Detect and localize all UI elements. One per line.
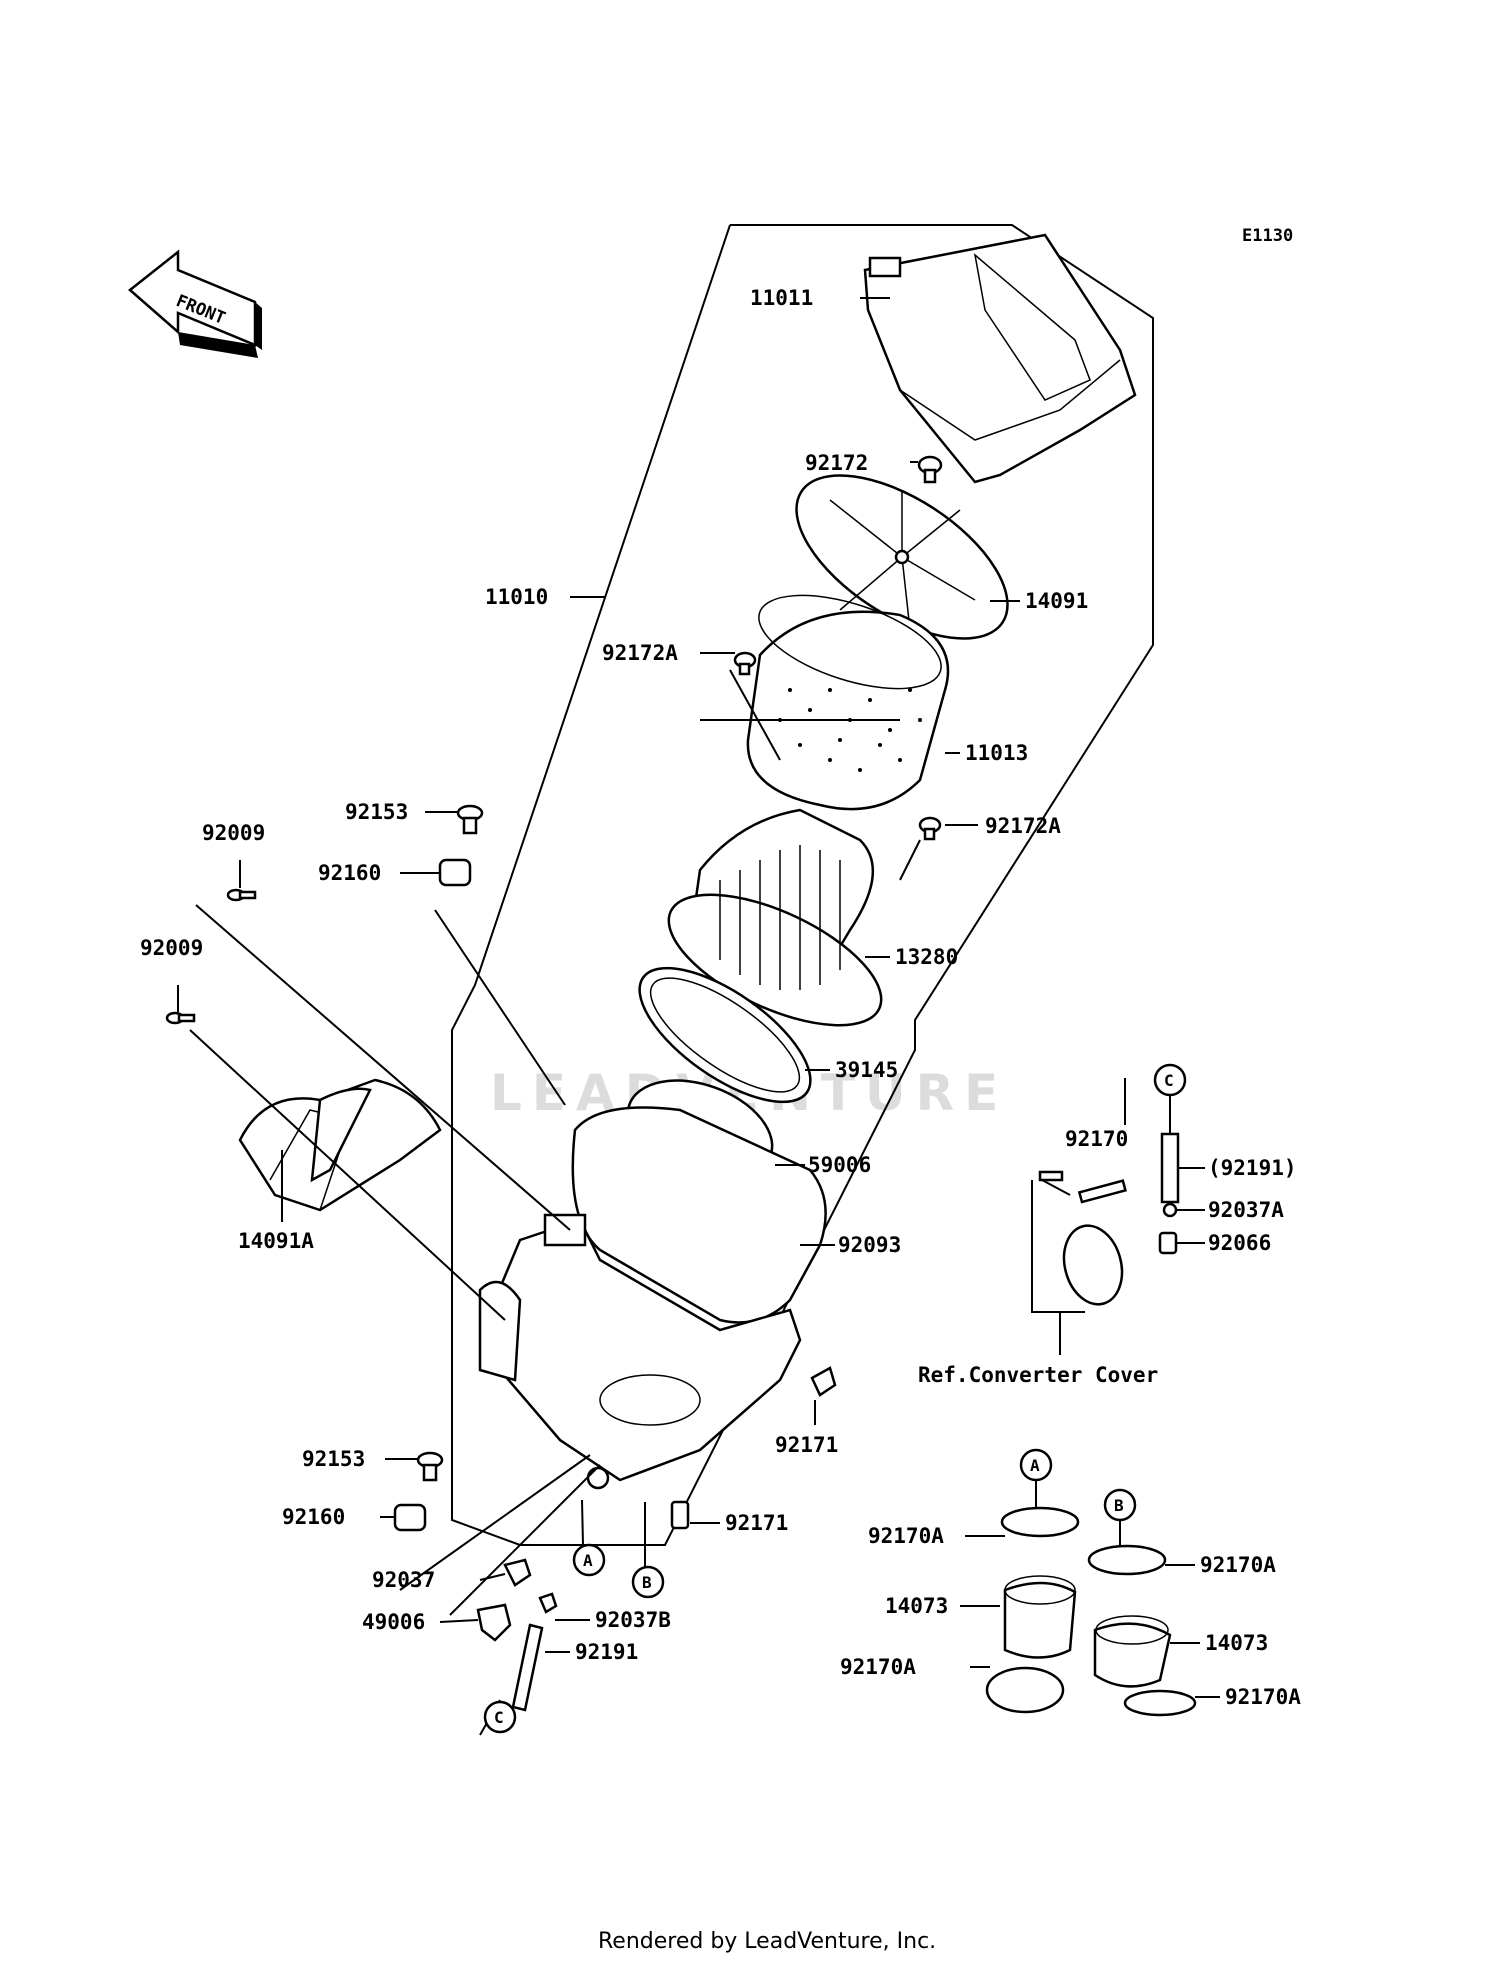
clip-92171-lower-icon <box>670 1500 690 1530</box>
side-cover <box>238 1078 442 1212</box>
part-label: 39145 <box>835 1058 898 1082</box>
bolt-92172a-left-icon <box>733 651 757 676</box>
part-label: 92172 <box>805 451 868 475</box>
part-label: 13280 <box>895 945 958 969</box>
part-label: 92170A <box>1200 1553 1276 1577</box>
part-label: 92160 <box>318 861 381 885</box>
clamp-92037b-icon <box>538 1592 558 1614</box>
part-label: 11013 <box>965 741 1028 765</box>
part-label: 92009 <box>140 936 203 960</box>
svg-text:A: A <box>1030 1456 1040 1475</box>
part-label: 92037 <box>372 1568 435 1592</box>
clamp-92170a-1-icon <box>1000 1506 1080 1538</box>
tube-92191-right-icon <box>1160 1132 1180 1204</box>
part-label: (92191) <box>1208 1156 1297 1180</box>
tube-92191-icon <box>511 1623 544 1712</box>
converter-cover-parts <box>1038 1170 1127 1306</box>
connector-a-right: A <box>1019 1448 1053 1482</box>
footer-credit: Rendered by LeadVenture, Inc. <box>598 1929 936 1954</box>
part-label: 92172A <box>985 814 1061 838</box>
part-label: 11010 <box>485 585 548 609</box>
part-label: 92170A <box>1225 1685 1301 1709</box>
front-arrow-icon: FRONT <box>128 249 262 358</box>
part-label: 92191 <box>575 1640 638 1664</box>
part-label: 92170A <box>840 1655 916 1679</box>
clamp-92170a-3-icon <box>985 1666 1065 1714</box>
connector-c-left: C <box>483 1700 517 1734</box>
clamp-92170a-2-icon <box>1087 1544 1167 1576</box>
bolt-92172a-right-icon <box>918 816 942 841</box>
svg-text:B: B <box>1114 1496 1124 1515</box>
grommet-92160-lower-icon <box>393 1503 427 1532</box>
part-label: 92037A <box>1208 1198 1284 1222</box>
clamp-92037a-icon <box>1162 1202 1178 1218</box>
svg-text:A: A <box>583 1551 593 1570</box>
part-label: 14073 <box>885 1594 948 1618</box>
part-label: 92172A <box>602 641 678 665</box>
hose-14073-left <box>1003 1575 1077 1659</box>
ref-converter-cover-note: Ref.Converter Cover <box>918 1363 1158 1387</box>
part-label: 11011 <box>750 286 813 310</box>
connector-b-left: B <box>631 1565 665 1599</box>
filter-cage <box>795 474 1009 640</box>
foam-element <box>746 594 950 811</box>
clamp-92037-icon <box>503 1558 532 1587</box>
part-label: 92093 <box>838 1233 901 1257</box>
svg-text:C: C <box>1164 1071 1174 1090</box>
paper-filter <box>667 808 883 1027</box>
clip-92171-upper-icon <box>810 1366 837 1397</box>
diagram-code: E1130 <box>1242 226 1293 246</box>
clamp-92170a-4-icon <box>1123 1689 1197 1717</box>
part-label: 49006 <box>362 1610 425 1634</box>
seal-ring <box>638 966 812 1104</box>
connector-c-right: C <box>1153 1063 1187 1097</box>
airbox-cover <box>863 233 1137 484</box>
bolt-92172-icon <box>917 455 943 484</box>
part-label: 92160 <box>282 1505 345 1529</box>
svg-text:B: B <box>642 1573 652 1592</box>
bolt-92009-upper-icon <box>226 888 257 902</box>
grommet-92160-upper-icon <box>438 858 472 887</box>
bolt-92153-lower-icon <box>416 1451 444 1482</box>
part-label: 92066 <box>1208 1231 1271 1255</box>
part-label: 92153 <box>302 1447 365 1471</box>
part-label: 14073 <box>1205 1631 1268 1655</box>
bolt-92009-lower-icon <box>165 1011 196 1025</box>
part-label: 92037B <box>595 1608 671 1632</box>
leader-lines <box>177 297 1220 1736</box>
connector-a-left: A <box>572 1543 606 1577</box>
part-label: 14091 <box>1025 589 1088 613</box>
hose-14073-right <box>1093 1615 1172 1688</box>
plug-92066-icon <box>1158 1231 1178 1255</box>
part-label: 92009 <box>202 821 265 845</box>
part-label: 92170 <box>1065 1127 1128 1151</box>
connector-b-right: B <box>1103 1488 1137 1522</box>
part-label: 59006 <box>808 1153 871 1177</box>
part-label: 92171 <box>775 1433 838 1457</box>
bolt-92153-upper-icon <box>456 804 484 835</box>
plug-49006-icon <box>476 1603 512 1642</box>
part-label: 92171 <box>725 1511 788 1535</box>
part-label: 92153 <box>345 800 408 824</box>
part-label: 14091A <box>238 1229 314 1253</box>
part-label: 92170A <box>868 1524 944 1548</box>
svg-text:C: C <box>494 1708 504 1727</box>
